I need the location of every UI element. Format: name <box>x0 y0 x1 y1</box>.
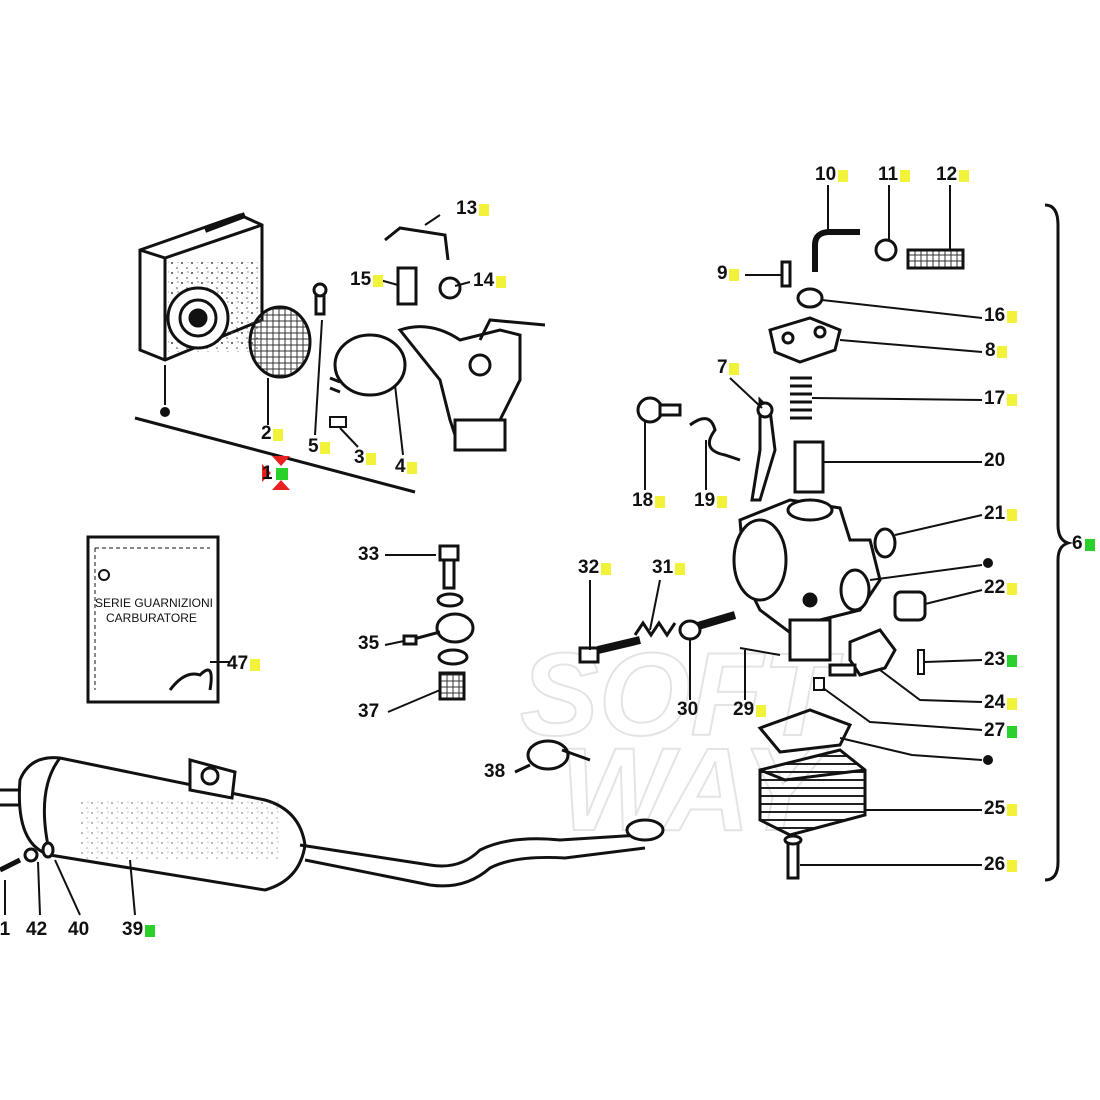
plate-15 <box>396 266 418 306</box>
needle-29 <box>739 647 781 656</box>
float-24 <box>828 628 897 677</box>
callout-20: 20 <box>984 450 1006 471</box>
callout-29: 29 <box>733 700 766 720</box>
screw-9 <box>780 260 792 288</box>
position-marker <box>262 456 290 490</box>
adjuster-12 <box>906 248 965 270</box>
group-base-line <box>134 407 416 494</box>
leaders-33-37 <box>384 554 441 713</box>
callout-30: 30 <box>677 699 699 720</box>
callout-27: 27 <box>984 721 1017 741</box>
screw-18 <box>636 396 682 424</box>
screw-32 <box>578 636 641 664</box>
banjo-bolt-33 <box>438 544 460 590</box>
elbow-10 <box>812 229 860 272</box>
kit-label-line1: SERIE GUARNIZIONI <box>95 596 213 610</box>
assembly-bracket <box>1044 203 1074 882</box>
air-filter-box <box>138 212 264 362</box>
callout-42: 42 <box>26 919 48 940</box>
clamp-band <box>329 333 407 397</box>
leaders-exhaust <box>4 859 136 916</box>
callout-9: 9 <box>717 264 739 284</box>
spring-17 <box>790 376 812 420</box>
dot-2 <box>983 755 993 765</box>
callout-33: 33 <box>358 544 380 565</box>
nut-11 <box>874 238 898 262</box>
leaders-group-1 <box>164 214 471 456</box>
callout-18: 18 <box>632 491 665 511</box>
callout-22: 22 <box>984 578 1017 598</box>
callout-3: 3 <box>354 448 376 468</box>
carburetor-body <box>732 498 882 662</box>
callout-7: 7 <box>717 358 739 378</box>
gasket-27 <box>757 708 853 754</box>
callout-37: 37 <box>358 701 380 722</box>
callout-23: 23 <box>984 650 1017 670</box>
callout-47: 47 <box>227 654 260 674</box>
washer-34 <box>436 592 464 608</box>
leaders-right <box>589 185 983 866</box>
banjo-35 <box>402 612 475 646</box>
callout-14: 14 <box>473 271 506 291</box>
callout-21: 21 <box>984 504 1017 524</box>
lever-7 <box>750 396 777 502</box>
cam-14 <box>438 276 462 300</box>
callout-35: 35 <box>358 633 380 654</box>
spring-31 <box>633 620 677 638</box>
kit-label-line2: CARBURATORE <box>106 611 197 625</box>
washer-40 <box>41 841 55 859</box>
callout-13: 13 <box>456 199 489 219</box>
callout-12: 12 <box>936 165 969 185</box>
callout-39: 39 <box>122 920 155 940</box>
slide-20 <box>793 440 825 494</box>
callout-1: 1 <box>262 463 273 484</box>
washer-36 <box>437 648 469 666</box>
jet-27 <box>813 677 825 691</box>
callout-24: 24 <box>984 693 1017 713</box>
callout-19: 19 <box>694 491 727 511</box>
clamp-38 <box>514 739 591 774</box>
callout-4: 4 <box>395 457 417 477</box>
callout-8: 8 <box>985 341 1007 361</box>
nipple-21 <box>873 527 897 559</box>
clip-3 <box>329 416 347 428</box>
dot-1 <box>983 558 993 568</box>
callout-38: 38 <box>484 761 506 782</box>
nut-16 <box>796 287 824 309</box>
callout-17: 17 <box>984 389 1017 409</box>
small-screw-5 <box>312 282 328 316</box>
callout-16: 16 <box>984 306 1017 326</box>
screw-26 <box>783 834 803 880</box>
filter-element <box>248 305 312 379</box>
gasket-kit-card: SERIE GUARNIZIONI CARBURATORE <box>86 535 230 704</box>
nut-42 <box>23 847 39 863</box>
float-chamber-25 <box>758 748 867 837</box>
spring-19 <box>689 417 741 462</box>
exhaust-silencer <box>0 756 307 892</box>
callout-2: 2 <box>261 424 283 444</box>
screw-30 <box>678 611 737 641</box>
sleeve-22 <box>893 590 927 622</box>
callout-6: 6 <box>1072 534 1095 554</box>
callout-26: 26 <box>984 855 1017 875</box>
callout-10: 10 <box>815 165 848 185</box>
callout-40: 40 <box>68 919 90 940</box>
exhaust-bolt-41 <box>0 857 22 873</box>
cap-8 <box>768 316 842 364</box>
callout-31: 31 <box>652 558 685 578</box>
callout-32: 32 <box>578 558 611 578</box>
exhaust-pipe <box>299 818 665 888</box>
callout-11: 11 <box>878 165 910 185</box>
callout-5: 5 <box>308 437 330 457</box>
filter-37 <box>438 671 466 701</box>
carburetor-small <box>397 318 546 452</box>
callout-41: 41 <box>0 919 11 940</box>
callout-25: 25 <box>984 799 1017 819</box>
choke-lever-13 <box>384 226 450 261</box>
callout-15: 15 <box>350 270 383 290</box>
pin-23 <box>917 649 925 675</box>
